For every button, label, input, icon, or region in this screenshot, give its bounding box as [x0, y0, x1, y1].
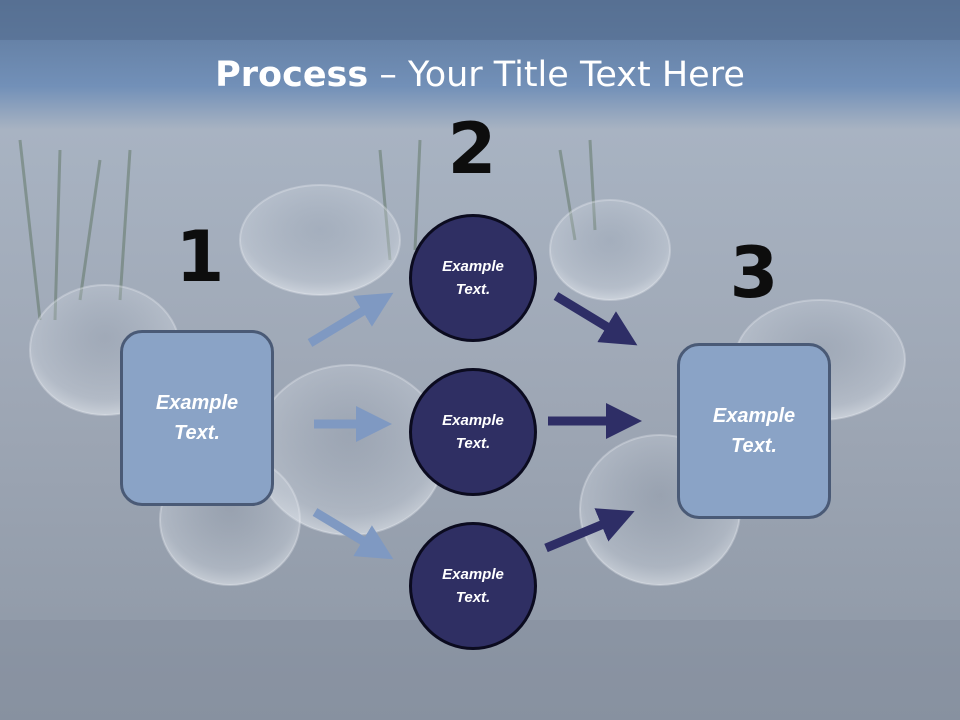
circle-top-text: Example Text. — [442, 258, 504, 298]
arrow-1-to-top — [307, 292, 394, 347]
arrow-1-to-bottom — [312, 508, 394, 560]
step-1-box: Example Text. — [120, 330, 274, 506]
circle-top: Example Text. — [409, 214, 537, 342]
arrow-bottom-to-3 — [544, 508, 635, 553]
step-1-text: Example Text. — [155, 392, 239, 444]
step-3-text: Example Text. — [712, 405, 796, 457]
slide-title: Process – Your Title Text Here — [0, 50, 960, 100]
circle-bottom-text: Example Text. — [442, 566, 504, 606]
circle-middle-text: Example Text. — [442, 412, 504, 452]
fountain-bubbles — [29, 184, 906, 586]
step-number-1: 1 — [175, 216, 225, 298]
step-number-2: 2 — [447, 108, 497, 190]
circle-middle: Example Text. — [409, 368, 537, 496]
title-bold: Process — [215, 55, 369, 95]
step-number-3: 3 — [729, 232, 779, 314]
arrow-top-to-3 — [553, 292, 638, 346]
step-3-box: Example Text. — [677, 343, 831, 519]
circle-bottom: Example Text. — [409, 522, 537, 650]
title-rest: – Your Title Text Here — [368, 55, 745, 95]
